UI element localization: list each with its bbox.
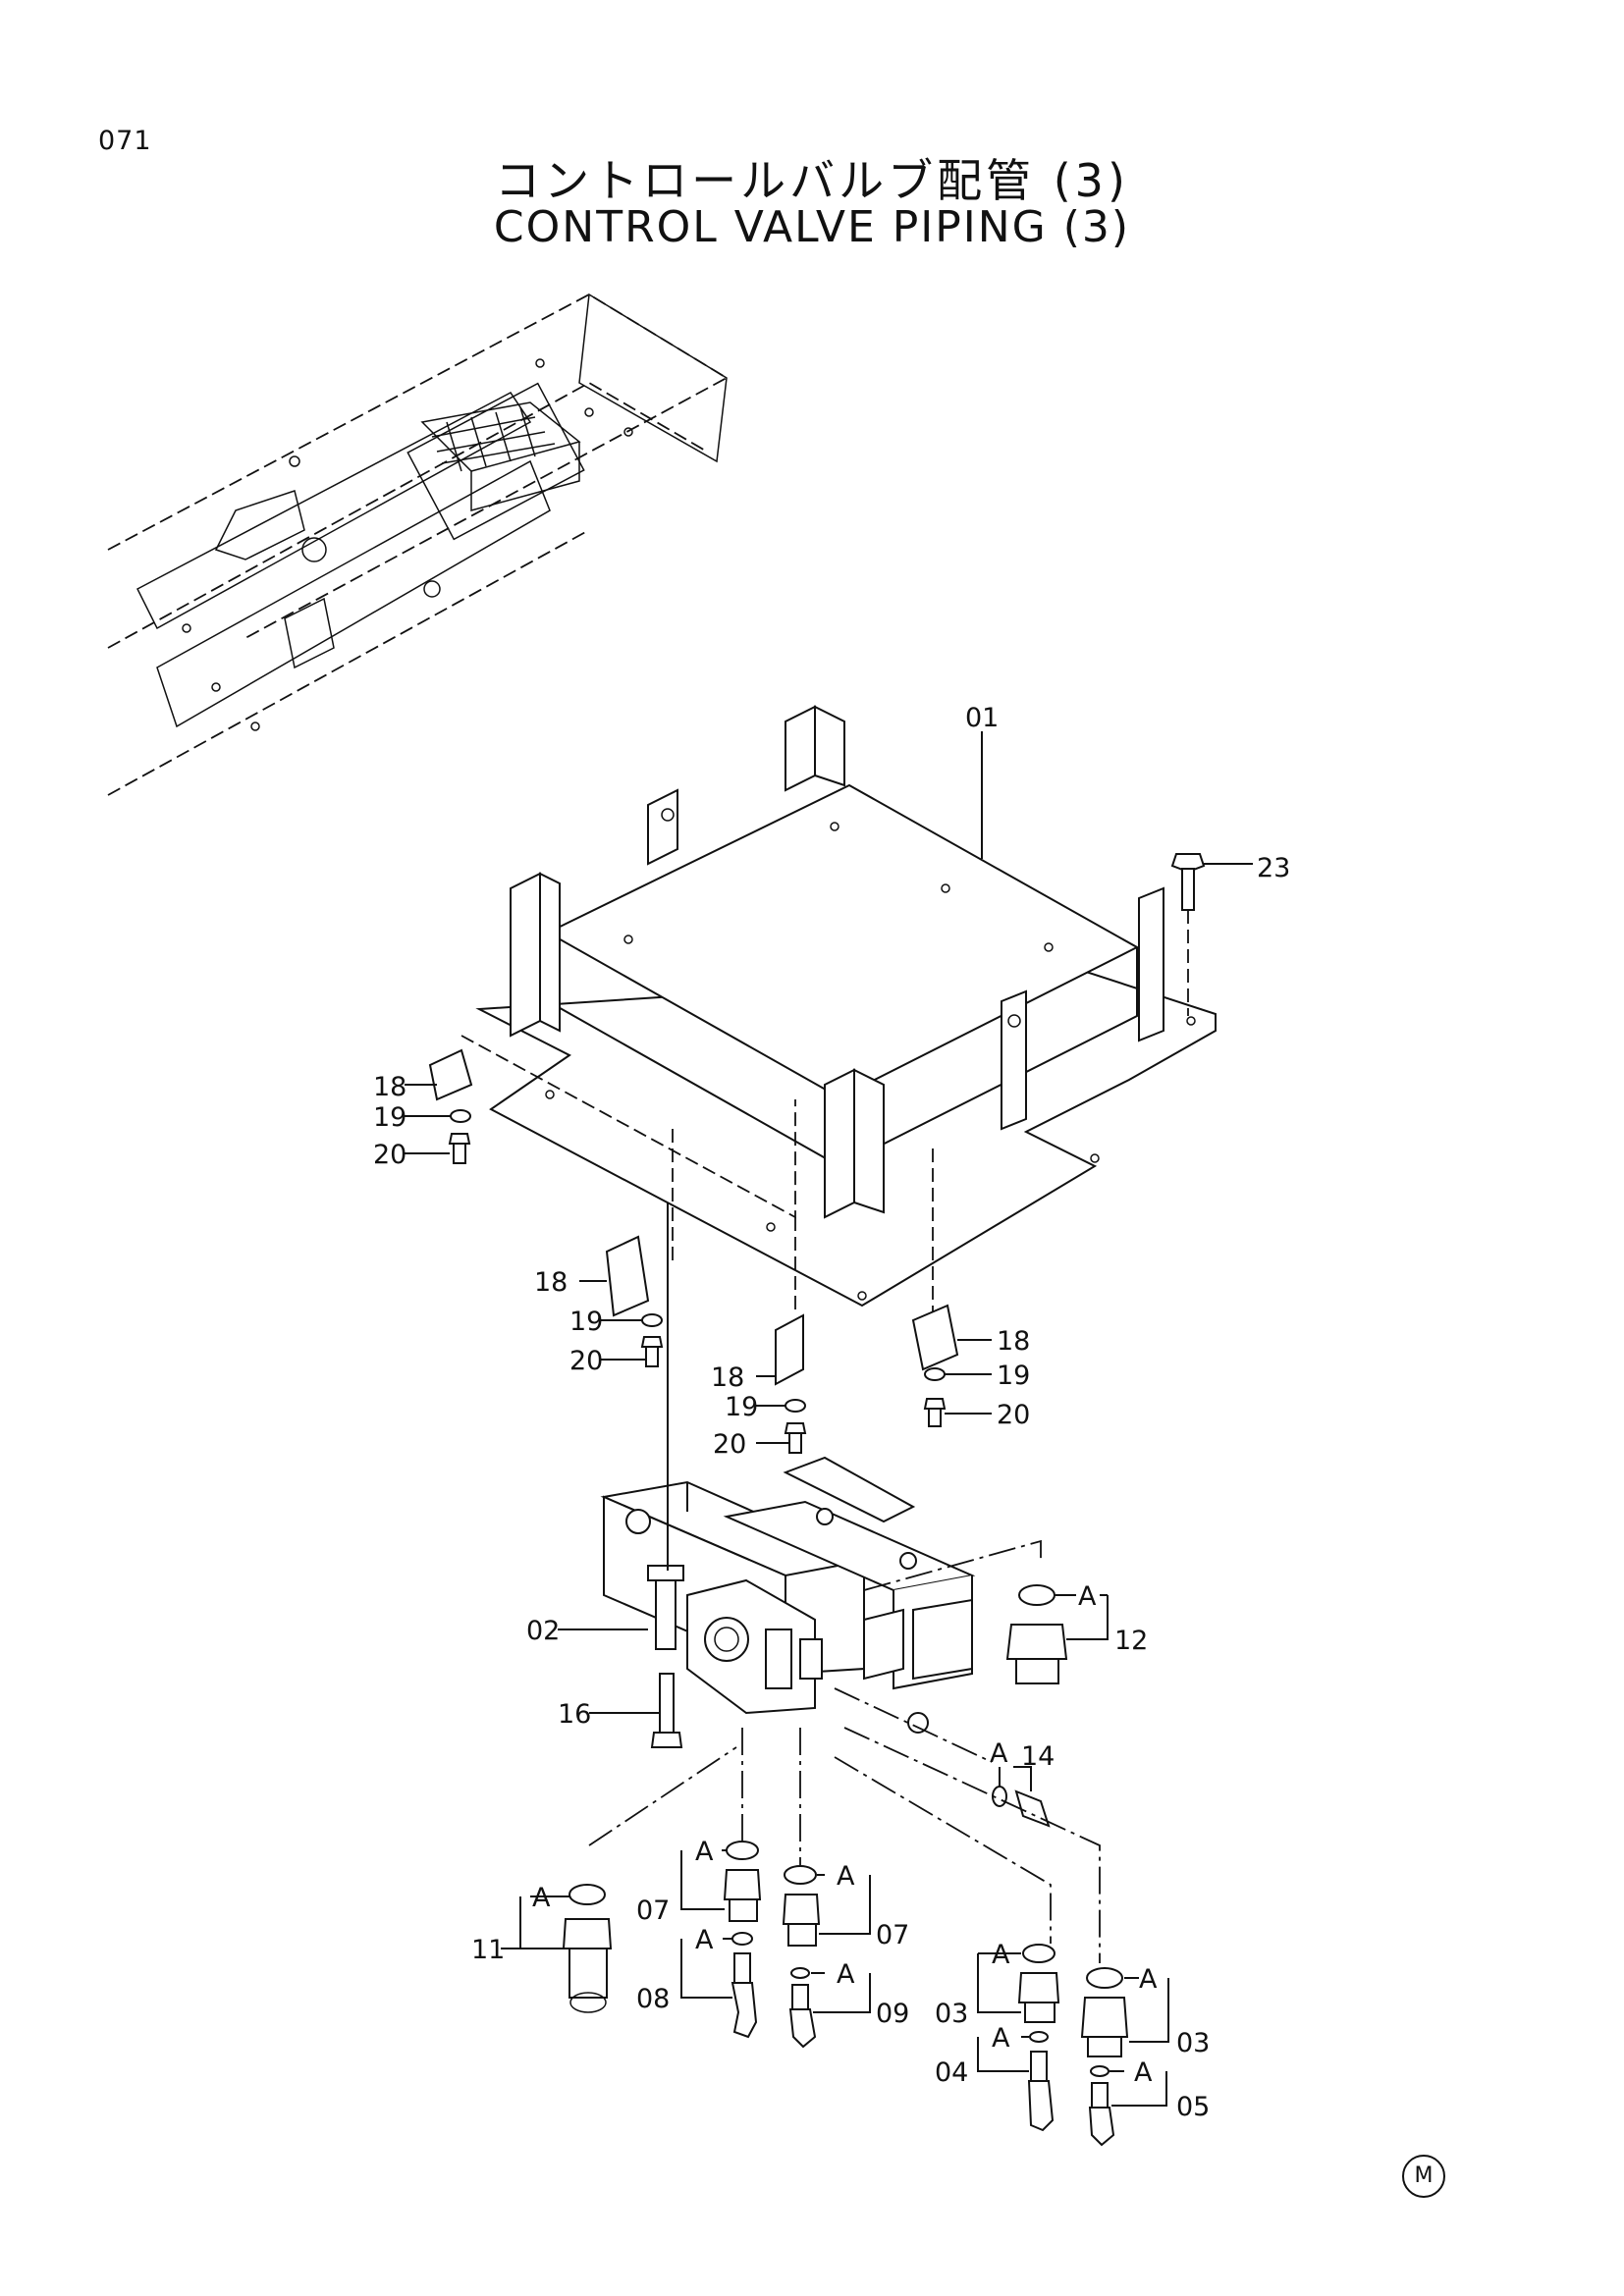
fitting-04 bbox=[977, 2031, 1055, 2132]
bracket-set-left bbox=[405, 1048, 473, 1164]
brackets bbox=[510, 705, 1164, 1219]
fitting-05 bbox=[1088, 2065, 1167, 2147]
control-valve-mount-highlight bbox=[420, 401, 581, 511]
callout-18: 18 bbox=[711, 1362, 744, 1393]
callout-01: 01 bbox=[965, 703, 999, 733]
ref-letter-a: A bbox=[837, 1861, 855, 1892]
bracket-set-center bbox=[756, 1313, 807, 1454]
callout-05: 05 bbox=[1176, 2092, 1210, 2122]
callout-08: 08 bbox=[636, 1984, 670, 2014]
callout-03: 03 bbox=[935, 1999, 968, 2029]
callout-20: 20 bbox=[713, 1429, 746, 1460]
fitting-08 bbox=[680, 1932, 758, 2039]
callout-09: 09 bbox=[876, 1999, 909, 2029]
ref-letter-a: A bbox=[695, 1837, 714, 1867]
fitting-11 bbox=[501, 1746, 737, 2013]
callout-16: 16 bbox=[558, 1699, 591, 1730]
fitting-03-left bbox=[834, 1756, 1060, 2023]
reference-letters: A A A A A A A A A A A bbox=[532, 1581, 1158, 2088]
fitting-07-left bbox=[680, 1728, 762, 1922]
callout-labels: 01 23 18 19 20 18 19 20 18 19 20 18 19 2… bbox=[373, 703, 1290, 2122]
ref-letter-a: A bbox=[837, 1959, 855, 1990]
control-valve bbox=[558, 1202, 1042, 1763]
manufacturer-mark: M bbox=[1402, 2155, 1445, 2198]
ref-letter-a: A bbox=[992, 2023, 1010, 2054]
callout-03: 03 bbox=[1176, 2028, 1210, 2058]
ref-letter-a: A bbox=[1078, 1581, 1097, 1612]
callout-07: 07 bbox=[876, 1920, 909, 1950]
fitting-12 bbox=[1005, 1584, 1109, 1684]
callout-11: 11 bbox=[471, 1935, 505, 1965]
page-number: 071 bbox=[98, 126, 152, 156]
plate-holes bbox=[545, 822, 1196, 1301]
bracket-set-right bbox=[911, 1304, 992, 1427]
mounting-plate-assembly bbox=[460, 705, 1217, 1315]
page-title-english: CONTROL VALVE PIPING (3) bbox=[493, 202, 1131, 252]
bolt-23 bbox=[1170, 853, 1253, 1016]
callout-12: 12 bbox=[1114, 1626, 1148, 1656]
ref-letter-a: A bbox=[1139, 1964, 1158, 1995]
callout-18: 18 bbox=[534, 1267, 568, 1298]
ref-letter-a: A bbox=[992, 1940, 1010, 1970]
fitting-03-right bbox=[843, 1727, 1169, 2057]
ref-letter-a: A bbox=[1134, 2057, 1153, 2088]
callout-07: 07 bbox=[636, 1896, 670, 1926]
frame-overview-illustration bbox=[107, 293, 729, 796]
callout-23: 23 bbox=[1257, 853, 1290, 883]
page-title-japanese: コントロールバルブ配管 (3) bbox=[495, 154, 1129, 207]
callout-19: 19 bbox=[569, 1307, 603, 1337]
callout-19: 19 bbox=[373, 1102, 406, 1133]
callout-14: 14 bbox=[1021, 1741, 1055, 1772]
callout-18: 18 bbox=[373, 1072, 406, 1102]
ref-letter-a: A bbox=[990, 1738, 1008, 1769]
ref-letter-a: A bbox=[532, 1883, 551, 1913]
callout-20: 20 bbox=[373, 1140, 406, 1170]
callout-20: 20 bbox=[997, 1400, 1030, 1430]
fitting-09 bbox=[788, 1967, 871, 2049]
bracket-set-center-left bbox=[579, 1235, 664, 1367]
callout-04: 04 bbox=[935, 2057, 968, 2088]
callout-02: 02 bbox=[526, 1616, 560, 1646]
bolt-16 bbox=[589, 1673, 683, 1748]
ref-letter-a: A bbox=[695, 1925, 714, 1955]
callout-19: 19 bbox=[725, 1392, 758, 1422]
callout-18: 18 bbox=[997, 1326, 1030, 1357]
fitting-14 bbox=[992, 1766, 1051, 1828]
callout-20: 20 bbox=[569, 1346, 603, 1376]
fitting-07-right bbox=[782, 1728, 871, 1947]
callout-19: 19 bbox=[997, 1361, 1030, 1391]
